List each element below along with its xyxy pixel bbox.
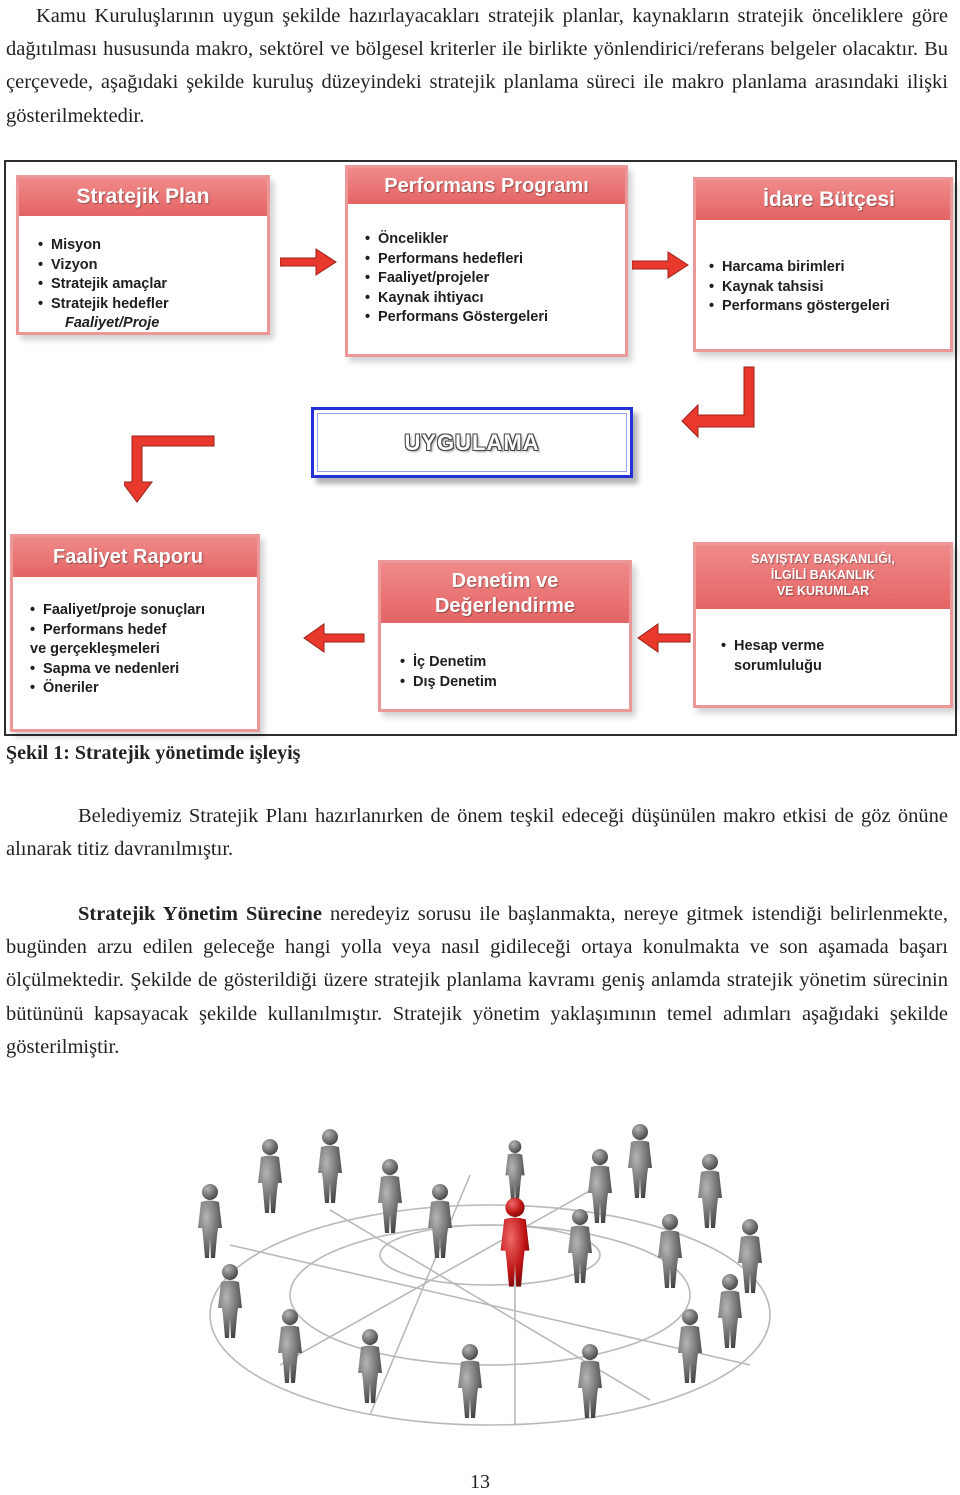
card-title-line: VE KURUMLAR bbox=[776, 584, 870, 598]
card-title: SAYIŞTAY BAŞKANLIĞI, İLGİLİ BAKANLIK VE … bbox=[696, 545, 950, 609]
body-paragraph: Stratejik Yönetim Sürecine neredeyiz sor… bbox=[6, 898, 948, 1064]
figure-caption: Şekil 1: Stratejik yönetimde işleyiş bbox=[6, 742, 301, 764]
stratejik-plan-card: Stratejik Plan Misyon Vizyon Stratejik a… bbox=[16, 175, 270, 335]
denetim-card: Denetim ve Değerlendirme İç Denetim Dış … bbox=[378, 560, 632, 712]
arrow-right-icon bbox=[632, 251, 689, 279]
uygulama-box: UYGULAMA bbox=[311, 407, 633, 478]
list-item: Performans göstergeleri bbox=[709, 297, 950, 317]
faaliyet-raporu-card: Faaliyet Raporu Faaliyet/proje sonuçları… bbox=[10, 534, 260, 732]
arrow-left-icon bbox=[637, 623, 691, 653]
paragraph-text: neredeyiz sorusu ile başlanmakta, nereye… bbox=[6, 903, 948, 1058]
list-item: Öneriler bbox=[30, 679, 257, 699]
card-title: İdare Bütçesi bbox=[696, 180, 950, 220]
card-title-line: SAYIŞTAY BAŞKANLIĞI, bbox=[751, 552, 895, 566]
card-title-line: İLGİLİ BAKANLIK bbox=[770, 568, 876, 582]
list-item: Misyon bbox=[38, 236, 267, 256]
card-title-line: Değerlendirme bbox=[434, 595, 576, 617]
card-title: Faaliyet Raporu bbox=[13, 537, 257, 577]
performans-programi-card: Performans Programı Öncelikler Performan… bbox=[345, 165, 628, 357]
bold-lead: Stratejik Yönetim Sürecine bbox=[78, 903, 322, 925]
list-item: Sapma ve nedenleri bbox=[30, 660, 257, 680]
page-number: 13 bbox=[470, 1471, 490, 1493]
list-item: Stratejik hedefler bbox=[38, 295, 267, 315]
list-item: Kaynak ihtiyacı bbox=[365, 289, 625, 309]
card-title: Stratejik Plan bbox=[19, 178, 267, 216]
uygulama-label: UYGULAMA bbox=[404, 429, 540, 455]
idare-butcesi-card: İdare Bütçesi Harcama birimleri Kaynak t… bbox=[693, 177, 953, 352]
body-paragraph: Belediyemiz Stratejik Planı hazırlanırke… bbox=[6, 805, 948, 861]
list-item: Dış Denetim bbox=[400, 673, 629, 693]
list-item: İç Denetim bbox=[400, 653, 629, 673]
arrow-left-icon bbox=[303, 623, 365, 653]
strategic-management-diagram: Stratejik Plan Misyon Vizyon Stratejik a… bbox=[4, 160, 957, 736]
list-item: Performans hedefleri bbox=[365, 250, 625, 270]
list-item: Öncelikler bbox=[365, 230, 625, 250]
list-item: Stratejik amaçlar bbox=[38, 275, 267, 295]
list-item: Hesap verme bbox=[721, 637, 950, 657]
list-item: Harcama birimleri bbox=[709, 258, 950, 278]
list-item-continuation: ve gerçekleşmeleri bbox=[30, 641, 160, 657]
list-item: Vizyon bbox=[38, 256, 267, 276]
sayistay-card: SAYIŞTAY BAŞKANLIĞI, İLGİLİ BAKANLIK VE … bbox=[693, 542, 953, 708]
list-item-continuation: sorumluluğu bbox=[734, 657, 822, 674]
list-item: Performans Göstergeleri bbox=[365, 308, 625, 328]
arrow-left-down-icon bbox=[124, 435, 215, 503]
arrow-down-left-icon bbox=[681, 366, 755, 439]
list-item: Kaynak tahsisi bbox=[709, 278, 950, 298]
list-item: Faaliyet/proje sonuçları bbox=[30, 601, 257, 621]
card-title-line: Denetim ve bbox=[451, 570, 559, 592]
card-title: Performans Programı bbox=[348, 168, 625, 204]
network-links bbox=[209, 1145, 771, 1426]
arrow-right-icon bbox=[280, 248, 337, 276]
people-network-illustration bbox=[198, 1124, 771, 1426]
intro-paragraph: Kamu Kuruluşlarının uygun şekilde hazırl… bbox=[6, 5, 948, 127]
list-item: Performans hedef bbox=[30, 621, 257, 641]
list-item: Faaliyet/projeler bbox=[365, 269, 625, 289]
card-title: Denetim ve Değerlendirme bbox=[381, 563, 629, 623]
list-sub-item: Faaliyet/Proje bbox=[65, 315, 160, 331]
